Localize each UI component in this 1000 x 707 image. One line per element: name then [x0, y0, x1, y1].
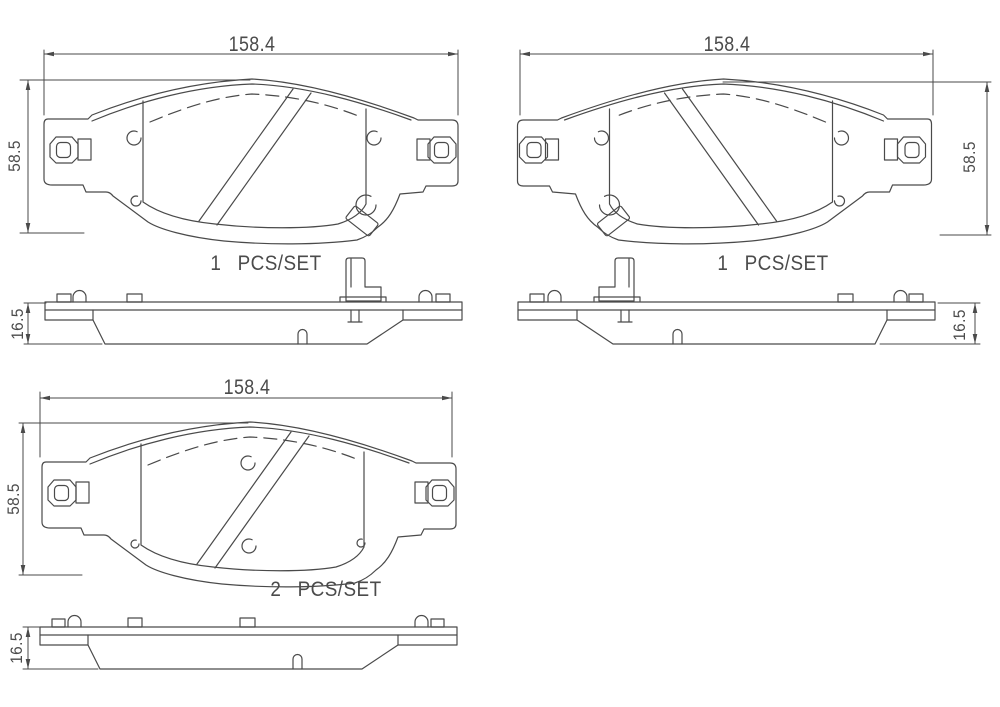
- fig3-quantity-unit: PCS/SET: [297, 578, 382, 601]
- fig3-quantity-value: 2: [270, 578, 282, 601]
- figure-2-dimensions: [519, 49, 992, 345]
- fig3-quantity-label: 2 PCS/SET: [270, 578, 381, 602]
- fig1-quantity-unit: PCS/SET: [237, 252, 322, 275]
- fig2-thickness-dimension-label: 16.5: [950, 309, 969, 341]
- fig2-quantity-value: 1: [717, 252, 729, 275]
- figure-1-front-view: [44, 79, 458, 244]
- figure-3-front-view: [41, 421, 457, 588]
- fig1-thickness-dimension-label: 16.5: [8, 308, 27, 340]
- fig3-thickness-dimension-label: 16.5: [7, 632, 26, 664]
- fig1-height-dimension-label: 58.5: [5, 140, 24, 172]
- fig3-height-dimension-label: 58.5: [4, 483, 23, 515]
- fig1-quantity-label: 1 PCS/SET: [210, 252, 321, 276]
- fig1-width-dimension-label: 158.4: [228, 33, 276, 56]
- fig2-height-dimension-label: 58.5: [960, 141, 979, 173]
- fig2-width-dimension-label: 158.4: [703, 33, 751, 56]
- fig2-quantity-label: 1 PCS/SET: [717, 252, 828, 276]
- figure-2-front-view: [518, 79, 932, 244]
- figure-1-dimensions: [19, 49, 459, 345]
- fig3-width-dimension-label: 158.4: [223, 376, 271, 399]
- figure-3-side-view: [39, 614, 458, 670]
- fig2-quantity-unit: PCS/SET: [744, 252, 829, 275]
- figure-3-dimensions: [18, 391, 453, 670]
- fig1-quantity-value: 1: [210, 252, 222, 275]
